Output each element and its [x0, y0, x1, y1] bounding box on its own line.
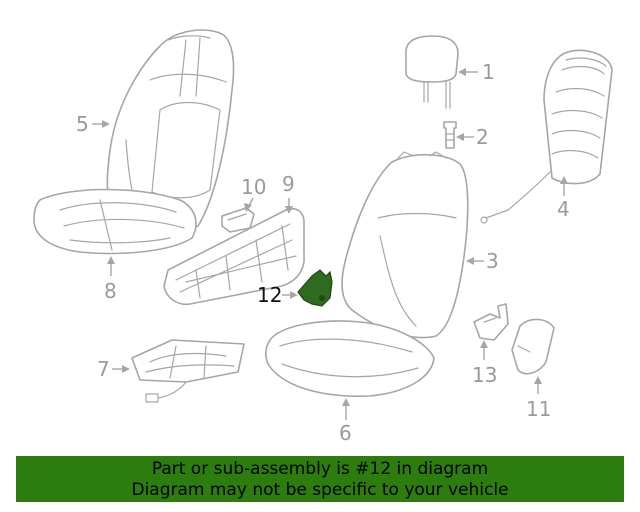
callout-5: 5 — [76, 112, 89, 136]
callout-2: 2 — [476, 125, 489, 149]
part-4-heater-element — [480, 49, 613, 224]
part-7-heater-pad — [131, 339, 245, 403]
callout-4: 4 — [557, 197, 570, 221]
part-8-cushion-cover — [33, 188, 197, 255]
callout-8: 8 — [104, 279, 117, 303]
callout-13: 13 — [472, 363, 497, 387]
callout-11: 11 — [526, 397, 551, 421]
leader-lines — [92, 68, 568, 420]
part-9-seat-frame — [163, 207, 305, 306]
part-2-guide — [443, 121, 457, 149]
callout-1: 1 — [482, 60, 495, 84]
callout-6: 6 — [339, 421, 352, 445]
part-13-clip — [473, 303, 509, 341]
part-6-seat-cushion — [265, 320, 435, 398]
callout-3: 3 — [486, 249, 499, 273]
callout-10: 10 — [241, 175, 266, 199]
callout-9: 9 — [282, 172, 295, 196]
banner-line-1: Part or sub-assembly is #12 in diagram — [151, 459, 489, 479]
part-11-side-cover — [511, 318, 555, 375]
info-banner: Part or sub-assembly is #12 in diagram D… — [16, 456, 624, 502]
part-12-highlighted-bracket — [297, 269, 333, 307]
callout-12: 12 — [257, 283, 282, 307]
banner-line-2: Diagram may not be specific to your vehi… — [131, 480, 509, 500]
callout-7: 7 — [97, 357, 110, 381]
part-3-seatback — [341, 151, 469, 339]
part-1-headrest — [405, 35, 459, 109]
seat-parts-diagram: 1 2 3 4 5 6 7 8 9 10 11 12 13 — [33, 29, 613, 445]
